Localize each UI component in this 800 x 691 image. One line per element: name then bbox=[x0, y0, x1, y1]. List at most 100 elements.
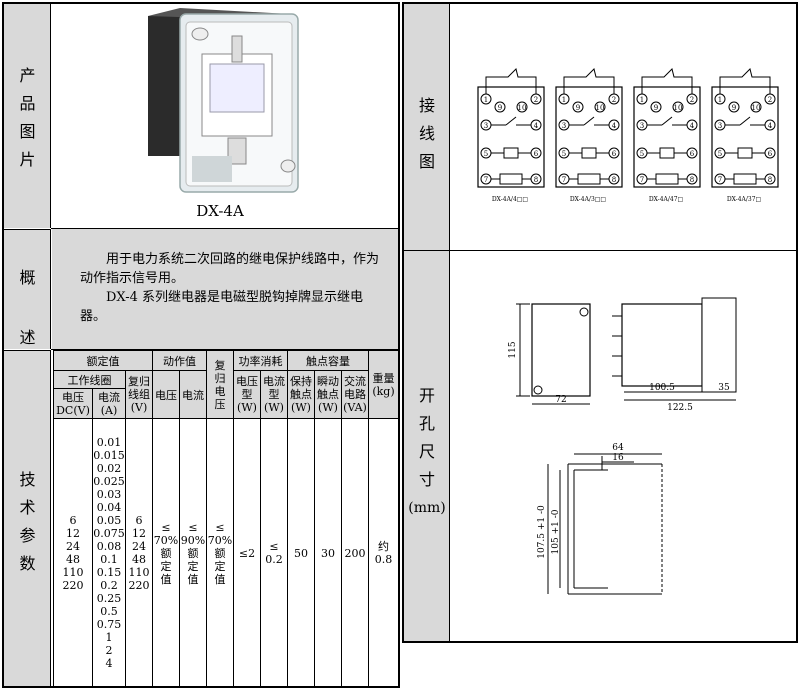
dim-16: 16 bbox=[612, 453, 624, 463]
reset-coil-value: 24 bbox=[132, 540, 146, 553]
terminal-number: 7 bbox=[640, 176, 644, 184]
act-current-text: ≤ bbox=[188, 520, 198, 534]
reset-voltage-text: 70% bbox=[207, 533, 233, 547]
curr-type-text: ≤ bbox=[269, 540, 279, 553]
terminal bbox=[572, 101, 584, 113]
terminal-number: 8 bbox=[690, 176, 694, 184]
current-value: 4 bbox=[105, 657, 113, 670]
label-cutout: 开孔尺寸(mm) bbox=[408, 386, 446, 516]
dim-105: 105 +1 -0 bbox=[551, 509, 561, 554]
side-view bbox=[621, 303, 703, 387]
terminal-number: 9 bbox=[498, 104, 502, 112]
label-photo: 产品图片 bbox=[19, 66, 36, 169]
dim-72: 72 bbox=[555, 395, 566, 405]
terminal-number: 9 bbox=[732, 104, 736, 112]
h-hold: 保持触点(W) bbox=[287, 370, 315, 419]
hold-value: 50 bbox=[287, 418, 315, 688]
terminal bbox=[650, 101, 662, 113]
terminal bbox=[480, 93, 492, 105]
current-value: 0.25 bbox=[96, 592, 122, 605]
dim-107: 107.5 +1 -0 bbox=[537, 505, 547, 559]
terminal bbox=[594, 101, 606, 113]
voltage-dc-value: 48 bbox=[66, 553, 80, 566]
reset-voltage-values: ≤70%额定值 bbox=[206, 418, 234, 688]
ac-value: 200 bbox=[341, 418, 369, 688]
terminal-number: 10 bbox=[596, 104, 605, 112]
weight-text: 0.8 bbox=[374, 553, 393, 566]
terminal bbox=[530, 93, 542, 105]
dim-122: 122.5 bbox=[667, 403, 693, 413]
terminal-number: 7 bbox=[484, 176, 488, 184]
current-value: 0.01 bbox=[96, 436, 122, 449]
dim-64: 64 bbox=[612, 443, 624, 453]
terminal-number: 2 bbox=[768, 96, 772, 104]
h-reset-coil: 复归线组(V) bbox=[125, 370, 153, 419]
terminal bbox=[750, 101, 762, 113]
dim-35: 35 bbox=[718, 383, 730, 393]
label-cutout-cell bbox=[404, 250, 450, 641]
terminal-number: 10 bbox=[674, 104, 683, 112]
current-value: 0.025 bbox=[93, 475, 125, 488]
reset-coil-value: 110 bbox=[128, 566, 150, 579]
h-contact: 触点容量 bbox=[287, 350, 369, 371]
act-current-text: 90% bbox=[180, 533, 206, 547]
terminal-number: 2 bbox=[534, 96, 538, 104]
terminal-number: 1 bbox=[484, 96, 488, 104]
reset-voltage-text: 值 bbox=[214, 572, 226, 586]
terminal-number: 1 bbox=[562, 96, 566, 104]
label-photo-cell bbox=[4, 4, 51, 228]
terminal-number: 2 bbox=[690, 96, 694, 104]
weight-text: 约 bbox=[378, 540, 389, 553]
act-voltage-text: 额 bbox=[160, 546, 172, 560]
label-params-cell bbox=[4, 350, 51, 686]
terminal bbox=[558, 93, 570, 105]
h-curr-type: 电流型(W) bbox=[260, 370, 288, 419]
h-action: 动作值 bbox=[152, 350, 207, 371]
current-value: 0.5 bbox=[100, 605, 118, 618]
terminal-number: 4 bbox=[612, 122, 617, 130]
terminal-number: 8 bbox=[612, 176, 616, 184]
h-weight: 重量(kg) bbox=[368, 350, 399, 419]
reset-coil-value: 12 bbox=[132, 527, 146, 540]
current-value: 2 bbox=[105, 644, 113, 657]
product-model: DX-4A bbox=[196, 202, 244, 220]
label-overview: 概述 bbox=[19, 268, 36, 347]
act-current-text: 值 bbox=[187, 572, 199, 586]
current-value: 0.04 bbox=[96, 501, 122, 514]
reset-voltage-text: 定 bbox=[214, 559, 226, 573]
current-value: 0.015 bbox=[93, 449, 125, 462]
terminal-number: 9 bbox=[654, 104, 658, 112]
terminal-number: 6 bbox=[768, 150, 773, 158]
act-current-text: 额 bbox=[187, 546, 199, 560]
h-current-a: 电流(A) bbox=[92, 388, 126, 419]
voltage-dc-value: 24 bbox=[66, 540, 80, 553]
terminal bbox=[714, 93, 726, 105]
label-params: 技术参数 bbox=[19, 470, 36, 573]
diagram-caption: DX-4A/47□ bbox=[649, 196, 683, 203]
voltage-dc-value: 220 bbox=[62, 579, 84, 592]
terminal-number: 5 bbox=[562, 150, 566, 158]
current-value: 0.15 bbox=[96, 566, 122, 579]
product-photo bbox=[148, 8, 299, 193]
terminal-number: 3 bbox=[484, 122, 488, 130]
voltage-dc-value: 6 bbox=[69, 514, 77, 527]
reset-voltage-text: ≤ bbox=[215, 520, 225, 534]
label-wiring: 接线图 bbox=[418, 96, 435, 171]
right-panel bbox=[402, 2, 798, 643]
reset-coil-value: 220 bbox=[128, 579, 150, 592]
terminal bbox=[636, 93, 648, 105]
terminal-number: 2 bbox=[612, 96, 616, 104]
terminal-number: 6 bbox=[612, 150, 617, 158]
terminal-number: 1 bbox=[718, 96, 722, 104]
terminal bbox=[608, 93, 620, 105]
current-value: 0.05 bbox=[96, 514, 122, 527]
terminal-number: 1 bbox=[640, 96, 644, 104]
terminal-number: 3 bbox=[718, 122, 722, 130]
diagram-caption: DX-4A/3□□ bbox=[570, 196, 606, 203]
